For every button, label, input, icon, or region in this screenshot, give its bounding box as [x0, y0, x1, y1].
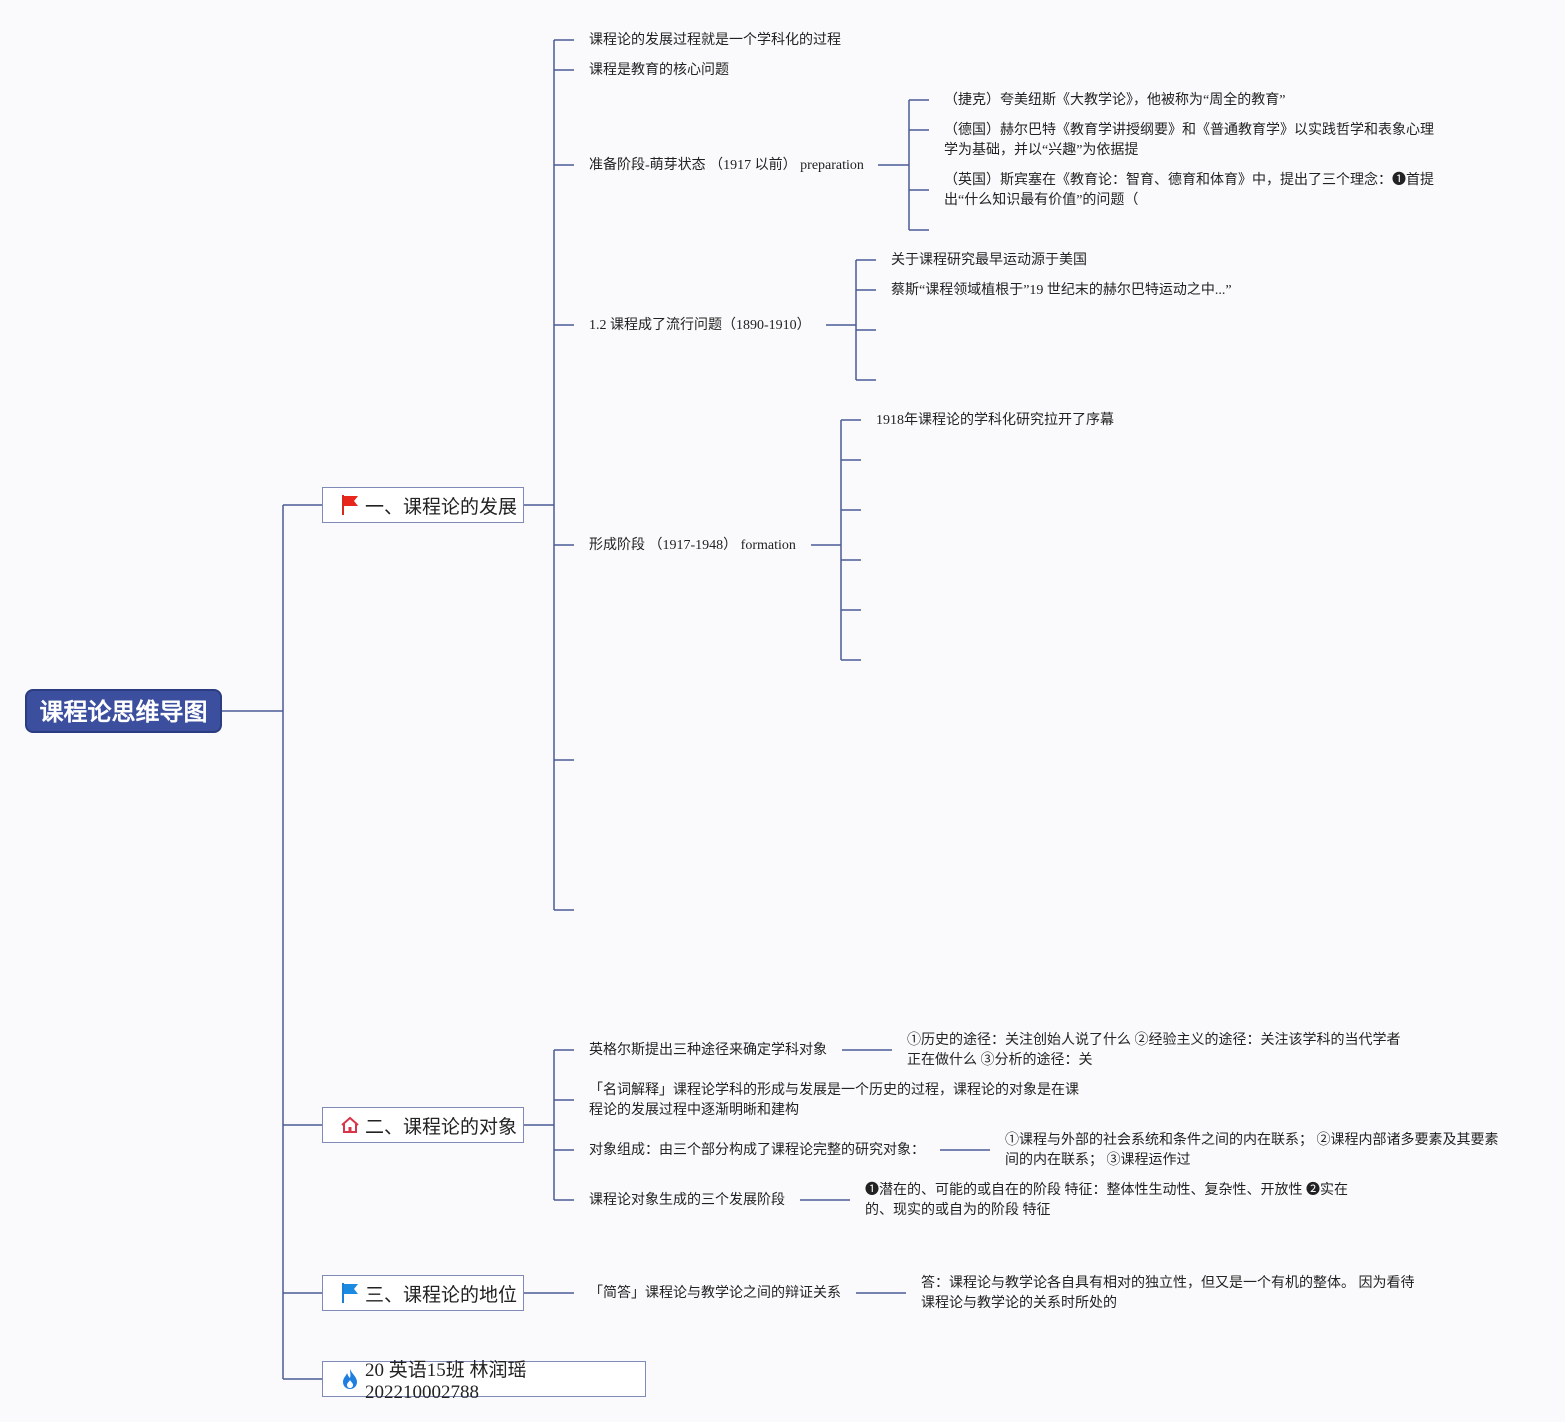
topic-composition[interactable]: 对象组成：由三个部分构成了课程论完整的研究对象： [589, 1143, 925, 1158]
topic-item[interactable]: 蔡斯“课程领域植根于”19 世纪末的赫尔巴特运动之中...” [891, 283, 1232, 298]
blue-flag-icon [339, 1282, 361, 1304]
topic-ingles[interactable]: 英格尔斯提出三种途径来确定学科对象 [589, 1043, 827, 1058]
topic-detail[interactable]: ①历史的途径：关注创始人说了什么 ②经验主义的途径：关注该学科的当代学者正在做什… [907, 1033, 1401, 1068]
section-object[interactable]: 二、课程论的对象 [322, 1107, 524, 1143]
topic-detail[interactable]: ①课程与外部的社会系统和条件之间的内在联系； ②课程内部诸多要素及其要素间的内在… [1005, 1133, 1499, 1168]
topic-item[interactable]: （德国）赫尔巴特《教育学讲授纲要》和《普通教育学》以实践哲学和表象心理学为基础，… [944, 123, 1434, 158]
section-status[interactable]: 三、课程论的地位 [322, 1275, 524, 1311]
red-flag-icon [339, 494, 361, 516]
topic-item[interactable]: 关于课程研究最早运动源于美国 [891, 253, 1087, 268]
author-node[interactable]: 20 英语15班 林润瑶 202210002788 [322, 1360, 646, 1403]
topic-definition[interactable]: 「名词解释」课程论学科的形成与发展是一个历史的过程，课程论的对象是在课程论的发展… [589, 1083, 1079, 1118]
section-development-label: 一、课程论的发展 [365, 496, 518, 518]
topic-stages[interactable]: 课程论对象生成的三个发展阶段 [589, 1193, 785, 1208]
section-development[interactable]: 一、课程论的发展 [322, 487, 524, 523]
topic-detail[interactable]: ❶潜在的、可能的或自在的阶段 特征：整体性生动性、复杂性、开放性 ❷实在的、现实… [865, 1183, 1348, 1218]
topic-item[interactable]: （英国）斯宾塞在《教育论：智育、德育和体育》中，提出了三个理念：❶首提出“什么知… [944, 173, 1434, 208]
house-icon [339, 1114, 361, 1136]
flame-icon [339, 1368, 361, 1390]
topic-item[interactable]: 1918年课程论的学科化研究拉开了序幕 [876, 413, 1114, 428]
topic-detail[interactable]: 答：课程论与教学论各自具有相对的独立性，但又是一个有机的整体。 因为看待课程论与… [921, 1276, 1415, 1311]
topic-item[interactable]: 课程是教育的核心问题 [589, 63, 729, 78]
topic-prep[interactable]: 准备阶段-萌芽状态 （1917 以前） preparation [589, 158, 864, 173]
topic-formation[interactable]: 形成阶段 （1917-1948） formation [589, 538, 796, 553]
section-status-label: 三、课程论的地位 [365, 1284, 518, 1306]
topic-item[interactable]: 课程论的发展过程就是一个学科化的过程 [589, 33, 841, 48]
topic-popular[interactable]: 1.2 课程成了流行问题（1890-1910） [589, 318, 811, 333]
section-object-label: 二、课程论的对象 [365, 1116, 518, 1138]
topic-relation[interactable]: 「简答」课程论与教学论之间的辩证关系 [589, 1286, 841, 1301]
author-label: 20 英语15班 林润瑶 202210002788 [364, 1359, 527, 1403]
root-topic[interactable]: 课程论思维导图 [25, 689, 222, 733]
topic-item[interactable]: （捷克）夸美纽斯《大教学论》，他被称为“周全的教育” [944, 93, 1286, 108]
